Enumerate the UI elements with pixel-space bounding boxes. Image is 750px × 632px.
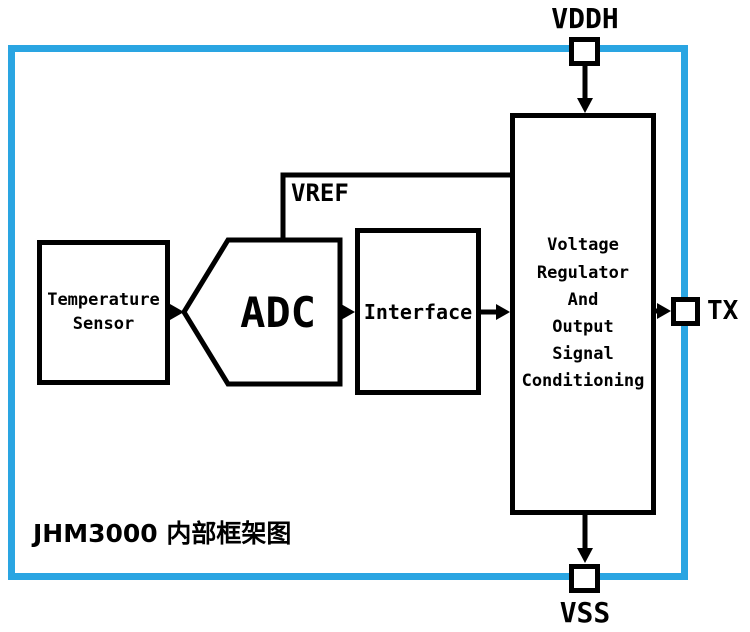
- vddh-pin-label: VDDH: [551, 2, 619, 35]
- tx-pin-label: TX: [707, 296, 739, 326]
- regulator-block: Voltage Regulator And Output Signal Cond…: [510, 113, 656, 515]
- vss-arrowhead: [577, 548, 593, 563]
- adc-label: ADC: [240, 287, 316, 337]
- vref-net-label: VREF: [291, 179, 349, 207]
- vref-wire: [280, 172, 510, 242]
- temperature-sensor-block: Temperature Sensor: [37, 240, 170, 385]
- vddh-pad: [569, 37, 600, 66]
- vddh-arrowhead: [577, 98, 593, 113]
- adc-to-interface-arrowhead: [341, 304, 355, 320]
- regulator-label: Voltage Regulator And Output Signal Cond…: [521, 235, 645, 392]
- vss-pin-label: VSS: [559, 596, 611, 629]
- adc-block-shape: [181, 237, 343, 387]
- interface-to-regulator-arrowhead: [496, 304, 510, 320]
- diagram-title: JHM3000 内部框架图: [33, 519, 292, 548]
- vss-pad: [569, 564, 600, 593]
- interface-block: Interface: [355, 228, 481, 395]
- sensor-to-adc-arrowhead: [170, 304, 184, 320]
- interface-label: Interface: [363, 299, 473, 324]
- tx-pad: [671, 297, 700, 326]
- tx-arrowhead: [657, 303, 671, 319]
- temperature-sensor-label: Temperature Sensor: [47, 289, 160, 334]
